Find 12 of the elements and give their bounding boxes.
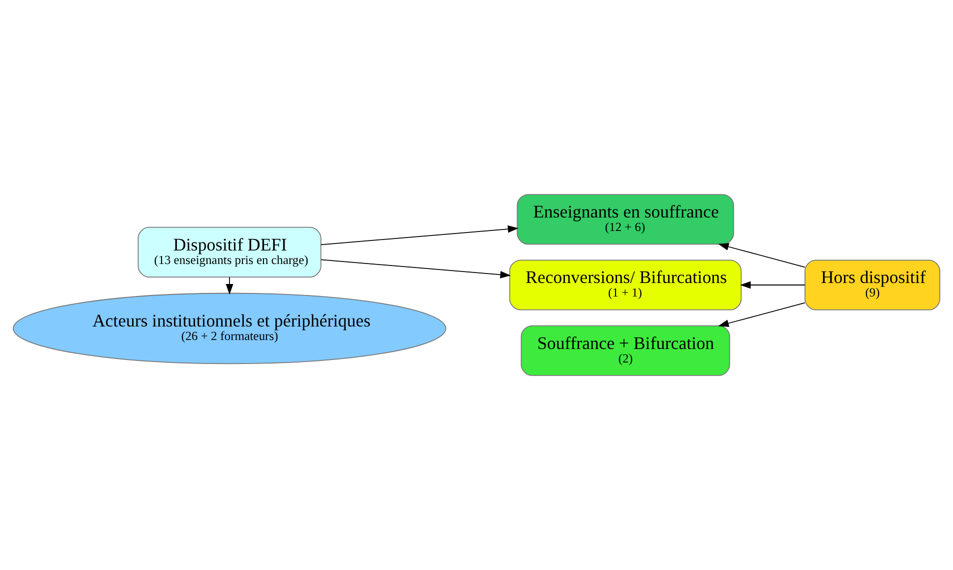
arrow <box>320 259 511 278</box>
arrow <box>740 281 806 289</box>
arrow <box>320 225 518 246</box>
node-ellipse: Acteurs institutionnels et périphériques (26 + 2 formateurs) <box>12 292 446 364</box>
arrow <box>718 243 806 268</box>
node-box: Enseignants en souffrance (12 + 6) <box>516 194 734 245</box>
node-box: Reconversions/ Bifurcations (1 + 1) <box>509 260 742 310</box>
arrow <box>718 302 806 327</box>
node-box: Souffrance + Bifurcation (2) <box>520 325 730 376</box>
node-box: Hors dispositif (9) <box>804 260 940 310</box>
node-box: Dispositif DEFI (13 enseignants pris en charge) <box>138 226 322 278</box>
arrow <box>226 276 234 295</box>
